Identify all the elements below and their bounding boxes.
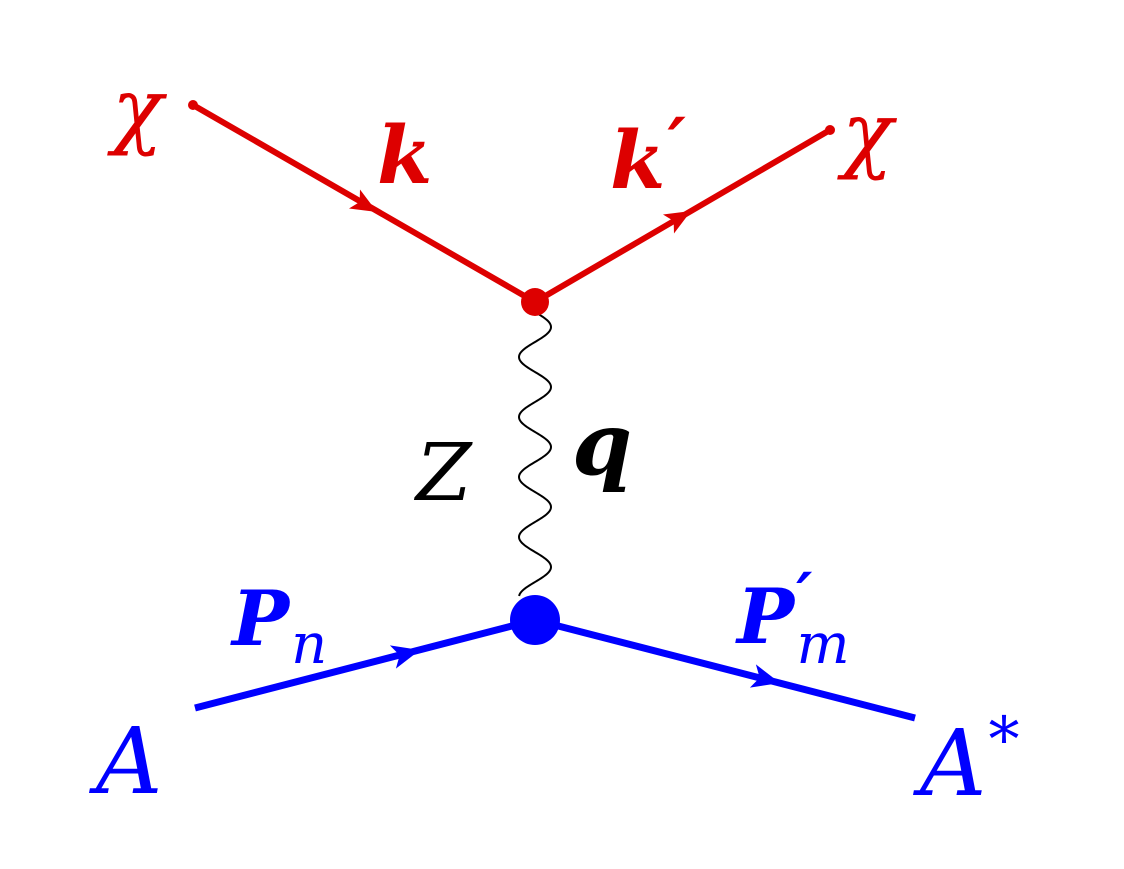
p-out-symbol: P <box>735 572 796 661</box>
p-out-label: P′m <box>735 559 850 677</box>
nucleus-out-star: * <box>988 703 1019 776</box>
incoming-nucleus-arrow <box>389 645 420 669</box>
incoming-dark-matter-arrow <box>348 189 377 212</box>
chi-out-label: χ <box>837 84 898 182</box>
k-out-label: k′ <box>610 102 686 207</box>
k-in-label: k <box>377 108 432 202</box>
chi-in-label: χ <box>107 60 168 158</box>
p-out-subscript: m <box>797 612 850 677</box>
dark-matter-vertex <box>521 288 549 316</box>
p-in-subscript: n <box>291 612 327 677</box>
incoming-dark-matter-endpoint <box>188 100 198 110</box>
k-out-symbol: k <box>610 113 665 207</box>
outgoing-dark-matter-arrow <box>662 211 691 234</box>
nucleus-in-label: A <box>88 708 162 815</box>
outgoing-nucleus-arrow <box>749 664 780 688</box>
mediator-wavy-line <box>517 311 553 597</box>
k-out-prime: ′ <box>667 102 686 185</box>
p-in-label: Pn <box>230 574 327 677</box>
mediator-label: Z <box>413 426 473 519</box>
outgoing-dark-matter-endpoint <box>825 125 835 135</box>
nucleus-out-label: A* <box>912 703 1019 817</box>
nucleus-out-symbol: A <box>912 710 986 817</box>
p-out-prime: ′ <box>796 559 812 632</box>
outgoing-nucleus-line <box>534 616 916 722</box>
momentum-transfer-label: q <box>572 394 632 495</box>
p-in-symbol: P <box>230 574 291 663</box>
nucleus-vertex <box>510 595 560 645</box>
incoming-nucleus-line <box>194 616 536 712</box>
